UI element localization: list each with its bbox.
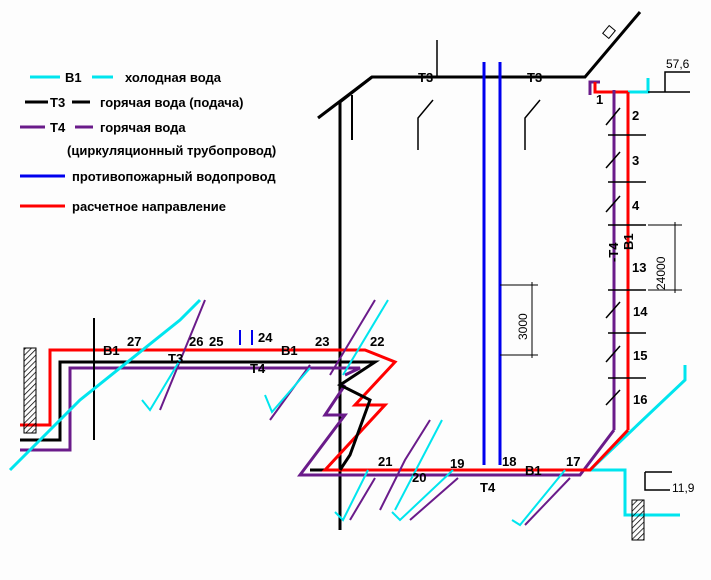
- t4-left-main: [20, 366, 361, 452]
- node-22: 22: [370, 334, 384, 349]
- label-t3-top-left: Т3: [418, 70, 433, 85]
- bottom-mains: [8, 298, 630, 477]
- legend-label-t3: горячая вода (подача): [100, 95, 243, 110]
- label-t3-low: Т3: [168, 351, 183, 366]
- main-risers: 24000 -Т4 В1: [605, 90, 682, 430]
- node-13: 13: [632, 260, 646, 275]
- node-25: 25: [209, 334, 223, 349]
- node-4: 4: [632, 198, 640, 213]
- label-riser-b1: В1: [621, 233, 636, 250]
- node-2: 2: [632, 108, 639, 123]
- pipe-t3-top: Т3 Т3: [317, 11, 642, 530]
- floor-dimension: 3000: [500, 282, 538, 358]
- elevation-mark-top: [664, 71, 690, 92]
- elevation-mark-bottom: [644, 472, 670, 491]
- dimension-floor-height: 3000: [516, 313, 530, 340]
- node-16: 16: [633, 392, 647, 407]
- label-riser-t4: -Т4: [606, 242, 621, 262]
- t3-left-main: [20, 360, 381, 471]
- dimension-riser-height: 24000: [654, 256, 668, 290]
- manifold-cold: [628, 78, 650, 94]
- b1-red-main: [20, 348, 630, 472]
- label-b1-bottom: В1: [525, 463, 542, 478]
- t3-branch: [317, 75, 373, 120]
- legend: В1 холодная вода Т3 горячая вода (подача…: [20, 70, 276, 214]
- node-20: 20: [412, 470, 426, 485]
- legend-label-fire: противопожарный водопровод: [72, 169, 276, 184]
- legend-code-cold: В1: [65, 70, 82, 85]
- node-24: 24: [258, 330, 273, 345]
- valve-icon: [602, 24, 616, 40]
- node-17: 17: [566, 454, 580, 469]
- cold-left-diag: [8, 298, 202, 472]
- legend-code-t3: Т3: [50, 95, 65, 110]
- t3-drop-3: [417, 99, 434, 150]
- riser-top-manifold: 57,6: [588, 57, 690, 95]
- wall-hatch-left: [23, 347, 37, 434]
- elevation-top: 57,6: [666, 57, 690, 71]
- node-15: 15: [633, 348, 647, 363]
- wall-hatch-bottom: [631, 499, 645, 541]
- elevation-bottom: 11,9: [672, 481, 695, 495]
- label-b1-left: В1: [103, 343, 120, 358]
- pipe-fire-water: [482, 62, 502, 465]
- node-3: 3: [632, 153, 639, 168]
- t4-bottom-main: [297, 384, 616, 477]
- node-1: 1: [596, 92, 603, 107]
- manifold-red: [593, 82, 628, 94]
- node-26: 26: [189, 334, 203, 349]
- cold-inlet: [590, 468, 680, 517]
- node-23: 23: [315, 334, 329, 349]
- node-18: 18: [502, 454, 516, 469]
- legend-label-cold: холодная вода: [125, 70, 222, 85]
- manifold-t4: [588, 80, 600, 95]
- node-numbers: 1 2 3 4 13 14 15 16 17 18 19 20 21 22 23…: [127, 92, 648, 485]
- riser-branches: [605, 107, 646, 406]
- label-b1-mid: В1: [281, 343, 298, 358]
- label-t3-top-right: Т3: [527, 70, 542, 85]
- node-14: 14: [633, 304, 648, 319]
- node-27: 27: [127, 334, 141, 349]
- legend-label-design: расчетное направление: [72, 199, 226, 214]
- node-19: 19: [450, 456, 464, 471]
- legend-label-t4-line2: (циркуляционный трубопровод): [67, 143, 276, 158]
- pipe-labels: В1 Т3 Т4 В1 В1 Т4: [103, 343, 542, 495]
- cold-diag-right: [588, 365, 687, 472]
- legend-label-t4: горячая вода: [100, 120, 186, 135]
- label-t4-mid: Т4: [250, 361, 266, 376]
- label-t4-bottom: Т4: [480, 480, 496, 495]
- cold-right-branch: 11,9: [588, 365, 695, 541]
- fixture-branches: [141, 299, 571, 527]
- t3-drop-4: [524, 99, 541, 150]
- node-21: 21: [378, 454, 392, 469]
- legend-code-t4: Т4: [50, 120, 66, 135]
